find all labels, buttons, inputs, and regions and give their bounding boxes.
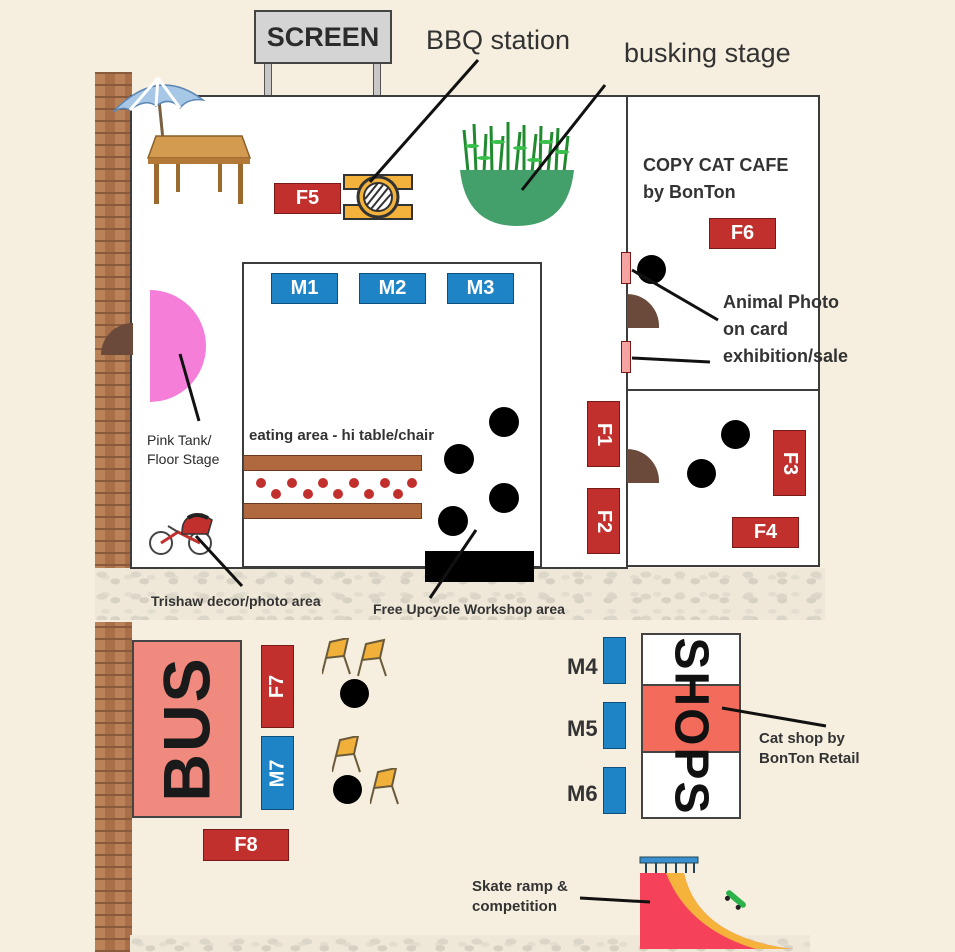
- pink-tank-label: Pink Tank/ Floor Stage: [147, 431, 219, 469]
- stall-m6: [603, 767, 626, 814]
- table-dot: [438, 506, 468, 536]
- pink-tank-line1: Pink Tank/: [147, 432, 212, 448]
- stall-m5: [603, 702, 626, 749]
- upcycle-label: Free Upcycle Workshop area: [373, 601, 565, 617]
- stall-f1: F1: [587, 401, 620, 467]
- stall-f8: F8: [203, 829, 289, 861]
- cafe-name-line1: COPY CAT CAFE: [643, 155, 789, 175]
- stall-m2: M2: [359, 273, 426, 304]
- seating-dot: [333, 775, 362, 804]
- chair-icon: [332, 736, 361, 773]
- skate-ramp-icon: [639, 856, 792, 949]
- stall-m6-label: M6: [567, 781, 598, 806]
- stall-f7: F7: [261, 645, 294, 728]
- cafe-table-dot: [687, 459, 716, 488]
- cafe-table-dot: [637, 255, 666, 284]
- table-dot: [444, 444, 474, 474]
- stall-m3: M3: [447, 273, 514, 304]
- pink-tank-line2: Floor Stage: [147, 450, 220, 467]
- cafe-window-1: [621, 252, 631, 284]
- stall-m7: M7: [261, 736, 294, 810]
- stall-m1: M1: [271, 273, 338, 304]
- stall-f2: F2: [587, 488, 620, 554]
- chair-icon: [370, 768, 399, 805]
- upcycle-workshop-block: [425, 551, 534, 582]
- seating-dot: [340, 679, 369, 708]
- stall-f3-label: F3: [779, 451, 801, 475]
- cat-shop-line2: BonTon Retail: [759, 750, 860, 768]
- umbrella-icon: [112, 77, 206, 141]
- animal-photo-label: Animal Photo on card exhibition/sale: [723, 289, 848, 370]
- shops-label-wrap: SHOPS: [641, 633, 741, 819]
- skate-line1: Skate ramp &: [472, 878, 568, 895]
- skate-line2: competition: [472, 898, 557, 916]
- table-dot: [489, 407, 519, 437]
- stall-f5: F5: [274, 183, 341, 214]
- stall-f7-label: F7: [266, 674, 288, 699]
- cafe-name: COPY CAT CAFE by BonTon: [643, 153, 788, 205]
- stall-f3: F3: [773, 430, 806, 496]
- screen-post-right: [373, 62, 381, 96]
- animal-photo-line1: Animal Photo: [723, 292, 839, 312]
- brick-wall-bottom: [95, 622, 132, 952]
- animal-photo-line2: on card: [723, 319, 789, 339]
- trishaw-label: Trishaw decor/photo area: [151, 593, 321, 609]
- cafe-window-2: [621, 341, 631, 373]
- chair-icon: [322, 638, 387, 677]
- cat-shop-label: Cat shop by BonTon Retail: [759, 729, 860, 770]
- cat-shop-line1: Cat shop by: [759, 730, 845, 747]
- stall-f4: F4: [732, 517, 799, 548]
- table-icon: [146, 135, 252, 204]
- stall-f2-label: F2: [593, 509, 615, 533]
- stall-m4-label: M4: [567, 654, 598, 679]
- stall-m4: [603, 637, 626, 684]
- screen-post-left: [264, 62, 272, 96]
- trishaw-icon: [149, 513, 213, 555]
- stall-f6: F6: [709, 218, 776, 249]
- bus-label: BUS: [150, 656, 225, 802]
- stall-m5-label: M5: [567, 716, 598, 741]
- bus: BUS: [132, 640, 242, 818]
- screen-label: SCREEN: [266, 21, 380, 52]
- hi-chairs: [256, 478, 417, 499]
- stall-m7-label: M7: [265, 759, 288, 787]
- shops-label: SHOPS: [664, 636, 718, 816]
- stall-f1-label: F1: [593, 422, 615, 446]
- busking-stage-label: busking stage: [624, 38, 791, 68]
- animal-photo-line3: exhibition/sale: [723, 346, 849, 366]
- hi-table-bottom: [243, 503, 422, 519]
- bbq-station-label: BBQ station: [426, 25, 571, 55]
- plant-icon: [460, 122, 574, 226]
- cafe-table-dot: [721, 420, 750, 449]
- cafe-name-line2: by BonTon: [643, 182, 736, 203]
- table-dot: [489, 483, 519, 513]
- skate-label: Skate ramp & competition: [472, 877, 568, 918]
- screen: SCREEN: [254, 10, 392, 64]
- hi-table-top: [243, 455, 422, 471]
- grill-icon: [343, 174, 413, 220]
- eating-area-label: eating area - hi table/chair: [249, 427, 435, 444]
